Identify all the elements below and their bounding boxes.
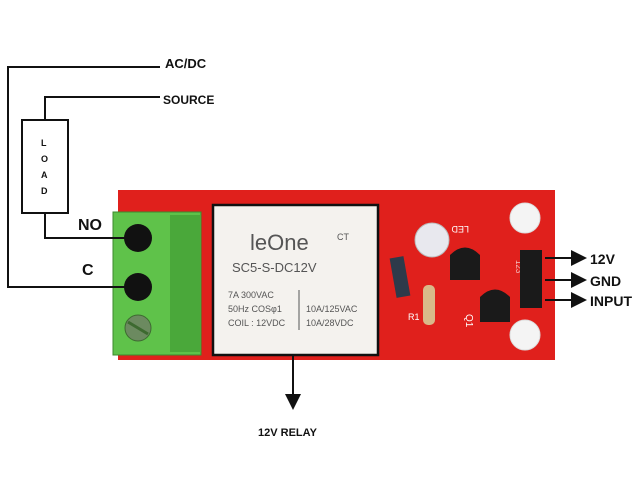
resistor-r1 <box>423 285 435 325</box>
mounting-hole <box>509 202 541 234</box>
c-label: C <box>82 262 94 279</box>
relay-spec-left-2: COIL : 12VDC <box>228 318 286 328</box>
wire-load-to-no <box>44 213 138 239</box>
q1-label: Q1 <box>463 314 474 328</box>
no-label: NO <box>78 217 102 234</box>
relay-caption: 12V RELAY <box>258 427 318 439</box>
load-letter-l: L <box>41 138 47 148</box>
header-pins <box>520 250 542 308</box>
mounting-hole <box>509 319 541 351</box>
pin-label-input: INPUT <box>590 293 632 309</box>
led <box>414 222 450 258</box>
relay-model: SC5-S-DC12V <box>232 260 317 275</box>
relay-brand: leOne <box>250 230 309 255</box>
pin-label-gnd: GND <box>590 273 621 289</box>
load-box <box>21 119 69 214</box>
wire-source-to-load <box>44 96 160 120</box>
wire-ac-dc-to-c <box>7 66 160 288</box>
load-letter-o: O <box>41 154 48 164</box>
pin-numbers: 123 <box>514 260 523 274</box>
transistor <box>450 247 480 280</box>
transistor-q1 <box>480 289 510 322</box>
diode <box>389 256 411 298</box>
source-label: SOURCE <box>163 93 214 107</box>
led-label: LED <box>451 224 469 234</box>
relay-ct: CT <box>337 232 349 242</box>
terminal-block-side <box>170 215 200 352</box>
ac-dc-label: AC/DC <box>165 56 207 71</box>
relay-body <box>211 203 380 357</box>
load-letter-a: A <box>41 170 48 180</box>
pin-label-12v: 12V <box>590 251 616 267</box>
load-letter-d: D <box>41 186 48 196</box>
relay-spec-left-0: 7A 300VAC <box>228 290 274 300</box>
relay-spec-right-0: 10A/125VAC <box>306 304 358 314</box>
relay-spec-right-1: 10A/28VDC <box>306 318 354 328</box>
r1-label: R1 <box>408 312 420 322</box>
relay-spec-left-1: 50Hz COSφ1 <box>228 304 282 314</box>
